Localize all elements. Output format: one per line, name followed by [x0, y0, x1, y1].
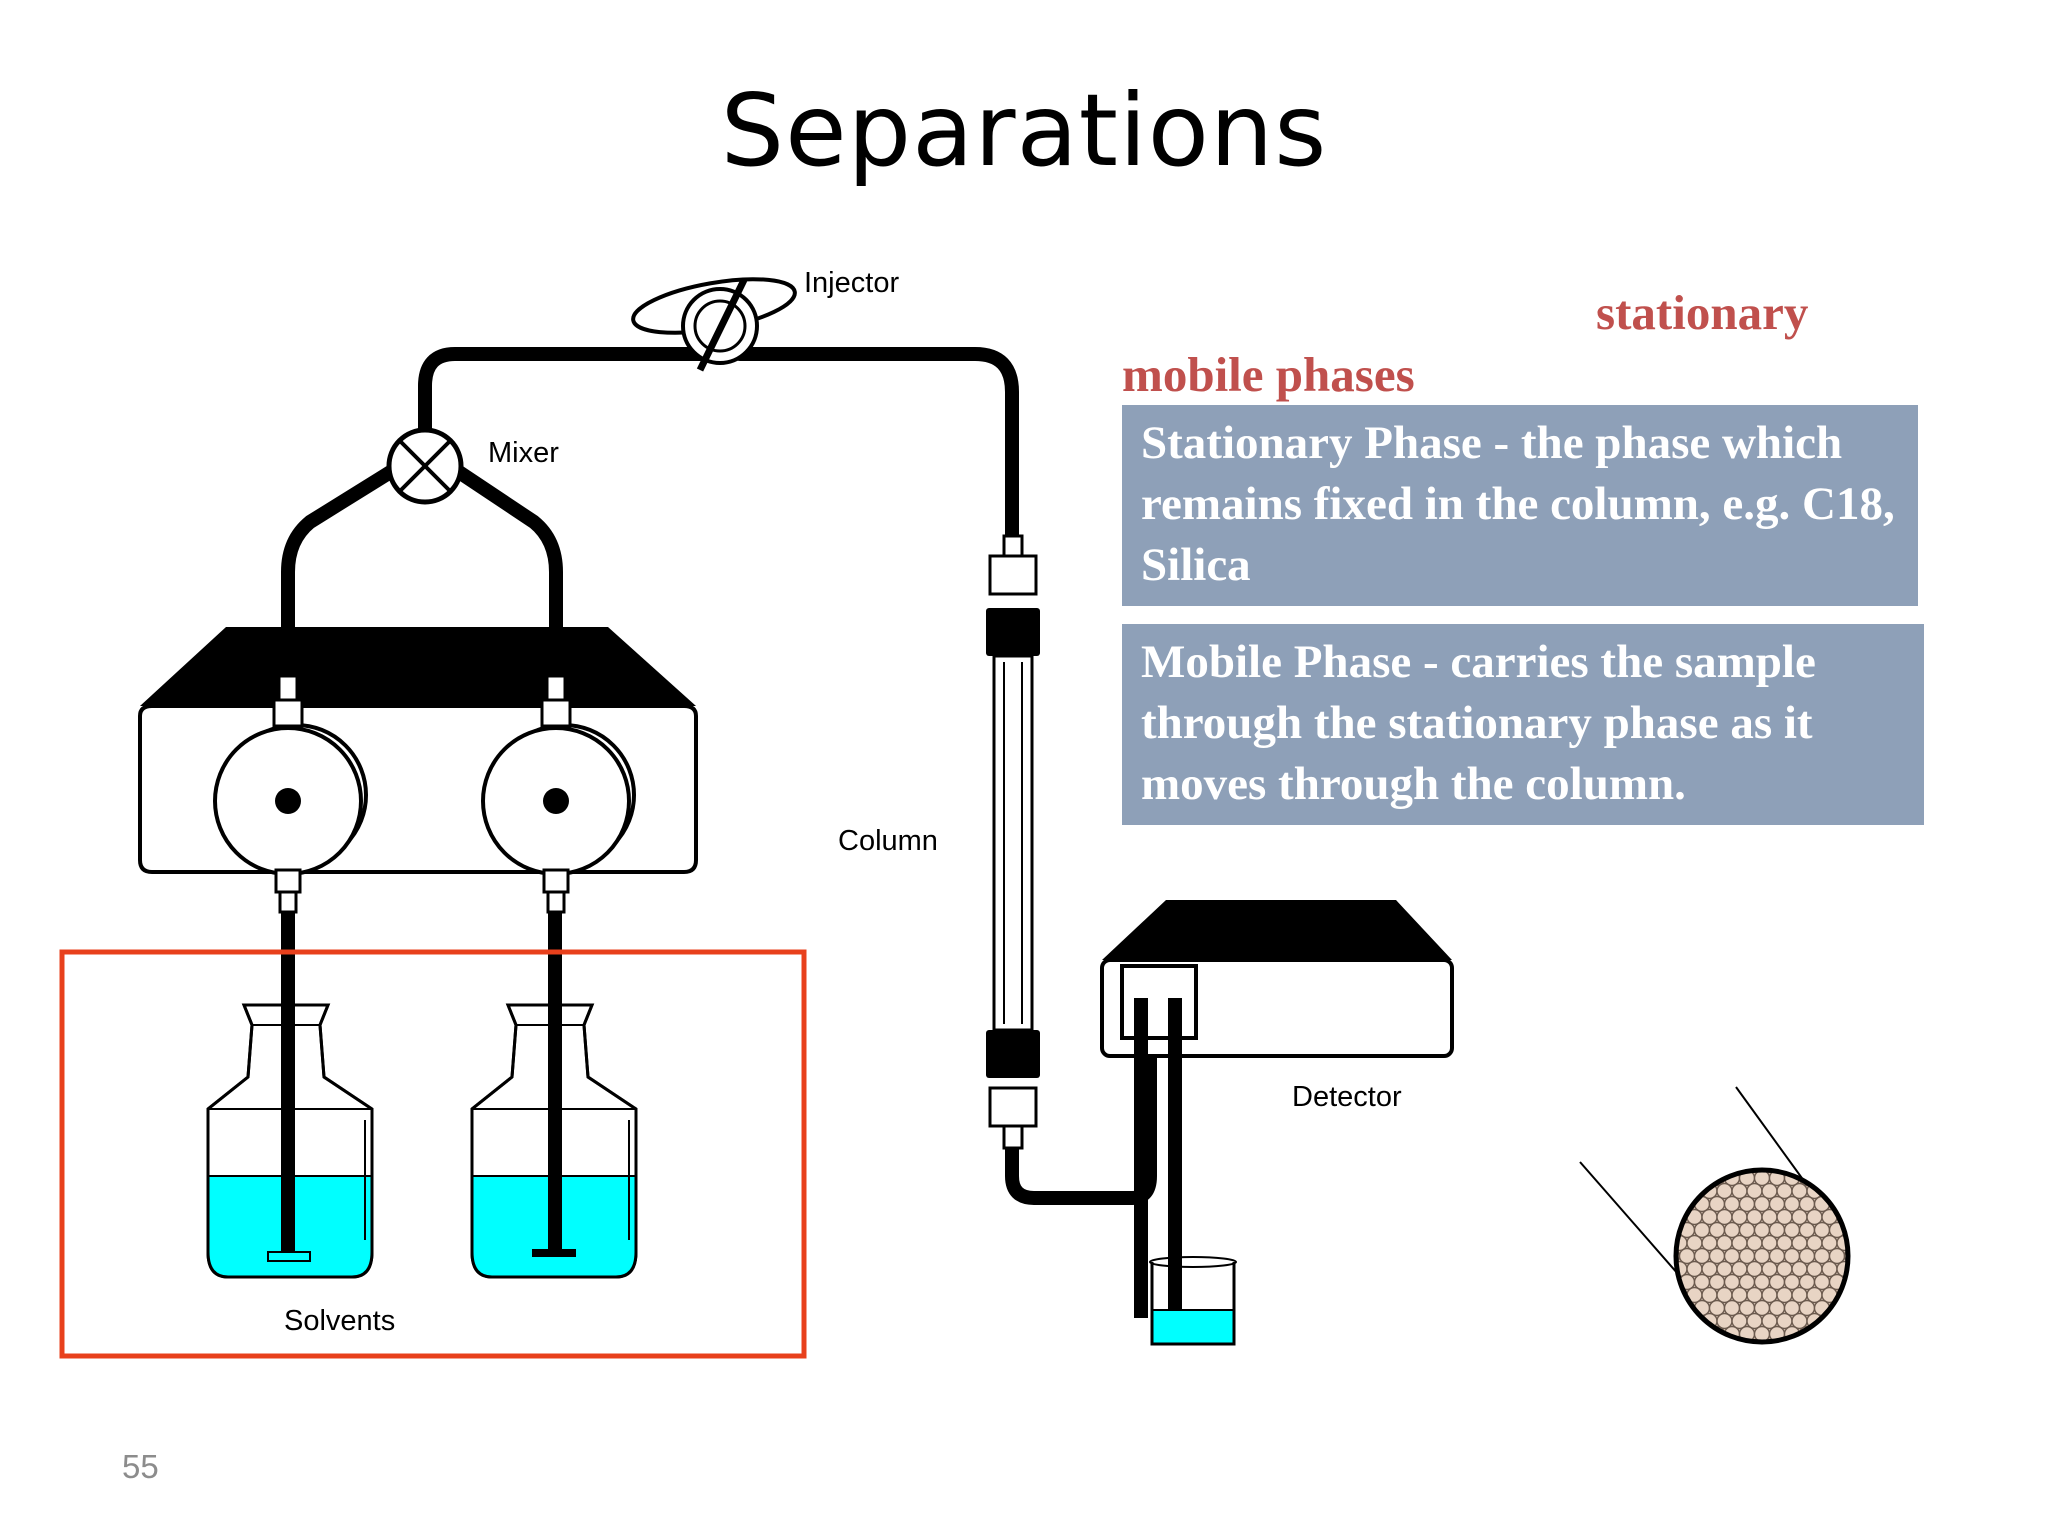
pump-unit [138, 627, 698, 914]
mobile-phase-definition: Mobile Phase - carries the sample throug… [1122, 624, 1924, 825]
mixer-valve [386, 427, 464, 505]
detector-label: Detector [1292, 1081, 1402, 1113]
injector-label: Injector [804, 267, 899, 299]
column-label: Column [838, 825, 938, 857]
waste-beaker [1149, 1256, 1237, 1346]
mobile-phases-annotation: mobile phases [1122, 347, 1415, 402]
solvents-label: Solvents [284, 1305, 395, 1337]
solvents-highlight-box [59, 949, 807, 1359]
mixer-label: Mixer [488, 437, 559, 469]
tubing [281, 347, 1157, 1205]
injector-valve [631, 277, 797, 372]
hplc-column [986, 534, 1040, 1150]
pumps-label: Pumps [336, 642, 426, 674]
pump-head-left [213, 674, 368, 914]
slide-title: Separations [720, 72, 1328, 189]
pump-head-right [481, 674, 636, 914]
page-number: 55 [122, 1448, 159, 1485]
detector-unit [1100, 900, 1454, 1318]
solvent-line-right [532, 872, 576, 1257]
column-cross-section [1579, 1086, 1851, 1345]
solvent-line-left [267, 872, 311, 1262]
packing-particle [1843, 1247, 1848, 1265]
stationary-annotation: stationary [1596, 285, 1809, 340]
stationary-phase-definition: Stationary Phase - the phase which remai… [1122, 405, 1918, 606]
